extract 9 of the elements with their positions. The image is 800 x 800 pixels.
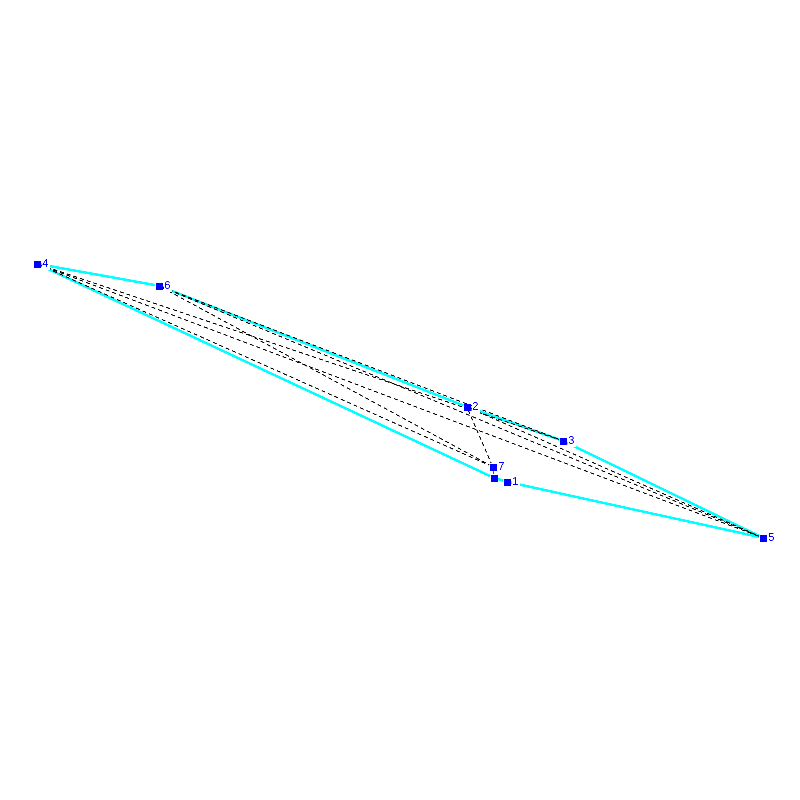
dashed-line: [468, 410, 492, 464]
point-label: 7: [498, 462, 506, 472]
point-label: 1: [512, 476, 520, 488]
point-label: 6: [164, 280, 172, 292]
line: [497, 478, 504, 482]
point-label: 4: [42, 258, 50, 270]
point-label: 2: [472, 402, 480, 412]
point-label: 3: [568, 436, 576, 446]
point-label: 5: [768, 532, 776, 544]
